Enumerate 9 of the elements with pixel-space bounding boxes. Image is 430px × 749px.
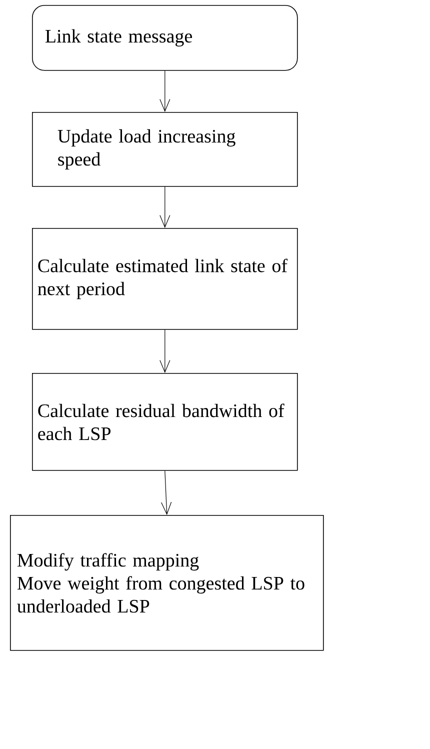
process-box: Update load increasing speed [32, 112, 298, 187]
start-box: Link state message [32, 5, 298, 71]
process-box: Calculate estimated link state of next period [32, 228, 298, 330]
arrow [160, 70, 170, 112]
process-box: Modify traffic mapping Move weight from congested LSP to underloaded LSP [10, 515, 324, 651]
arrow [160, 186, 170, 228]
process-box: Calculate residual bandwidth of each LSP [32, 373, 298, 471]
arrow [160, 330, 170, 373]
arrow [161, 470, 172, 515]
